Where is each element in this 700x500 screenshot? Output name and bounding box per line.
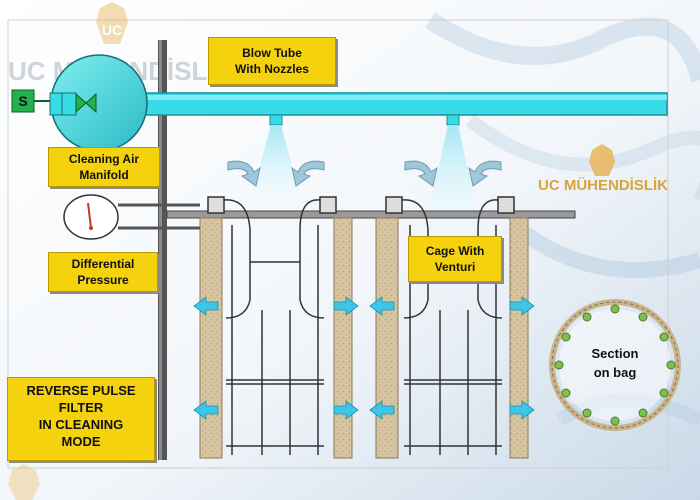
diagram-frame <box>7 19 669 469</box>
air-jet-right <box>429 125 477 210</box>
differential-pressure-gauge <box>63 194 200 240</box>
curved-arrow-icon <box>468 160 502 187</box>
cleaning-air-manifold-label: Cleaning Air Manifold <box>48 147 160 187</box>
curved-arrow-icon <box>404 160 438 187</box>
differential-pressure-label: Differential Pressure <box>48 252 158 292</box>
cage-with-venturi-line2: Venturi <box>434 260 476 274</box>
curved-arrow-icon <box>227 160 261 187</box>
title-line1: REVERSE PULSE <box>26 383 136 398</box>
blow-tube-label: Blow Tube With Nozzles <box>208 37 336 85</box>
reverse-pulse-filter-title: REVERSE PULSE FILTER IN CLEANING MODE <box>7 377 155 461</box>
induced-air-arrows <box>227 160 502 187</box>
cage-with-venturi-line1: Cage With <box>425 244 485 258</box>
air-jet-left <box>252 125 300 195</box>
arrow-left-icon <box>369 296 395 316</box>
watermark-brand-text: UC MÜHENDİSLİK <box>538 177 668 194</box>
section-on-bag-line2: on bag <box>593 365 637 380</box>
cleaning-air-manifold-line2: Manifold <box>79 168 129 182</box>
arrow-right-icon <box>333 296 359 316</box>
cage-with-venturi-label: Cage With Venturi <box>408 236 502 282</box>
cage-with-venturi-left <box>207 196 337 455</box>
title-line2: FILTER <box>58 400 104 415</box>
title-line4: MODE <box>61 434 101 449</box>
section-on-bag <box>549 299 681 431</box>
arrow-right-icon <box>509 296 535 316</box>
title-line3: IN CLEANING <box>38 417 124 432</box>
blow-tube-label-line1: Blow Tube <box>242 46 302 60</box>
arrow-right-icon <box>333 400 359 420</box>
gauge-needle-icon <box>87 202 92 229</box>
watermark-badge-text: UC <box>102 22 122 38</box>
diaphragm-valve-icon <box>75 92 97 114</box>
cleaning-air-manifold-line1: Cleaning Air <box>68 152 140 166</box>
curved-arrow-icon <box>291 160 325 187</box>
blow-tube-label-line2: With Nozzles <box>235 62 309 76</box>
section-on-bag-line1: Section <box>591 346 639 361</box>
watermark-logo-top: UC <box>96 2 128 44</box>
arrow-left-icon <box>193 400 219 420</box>
section-on-bag-label: Section on bag <box>575 344 655 382</box>
frame-post <box>158 40 167 460</box>
nozzle-left <box>269 114 283 126</box>
solenoid-label: S <box>18 93 27 109</box>
cage-wire-dots <box>554 304 676 426</box>
differential-pressure-line2: Pressure <box>77 273 129 287</box>
watermark-logo-bottom <box>8 464 40 500</box>
differential-pressure-line1: Differential <box>71 257 135 271</box>
nozzle-right <box>446 114 460 126</box>
arrow-right-icon <box>509 400 535 420</box>
arrow-left-icon <box>193 296 219 316</box>
filter-bags <box>199 217 529 459</box>
arrow-left-icon <box>369 400 395 420</box>
watermark-logo-right <box>589 144 615 176</box>
tube-sheet <box>166 210 576 219</box>
outward-flow-arrows <box>193 296 535 420</box>
